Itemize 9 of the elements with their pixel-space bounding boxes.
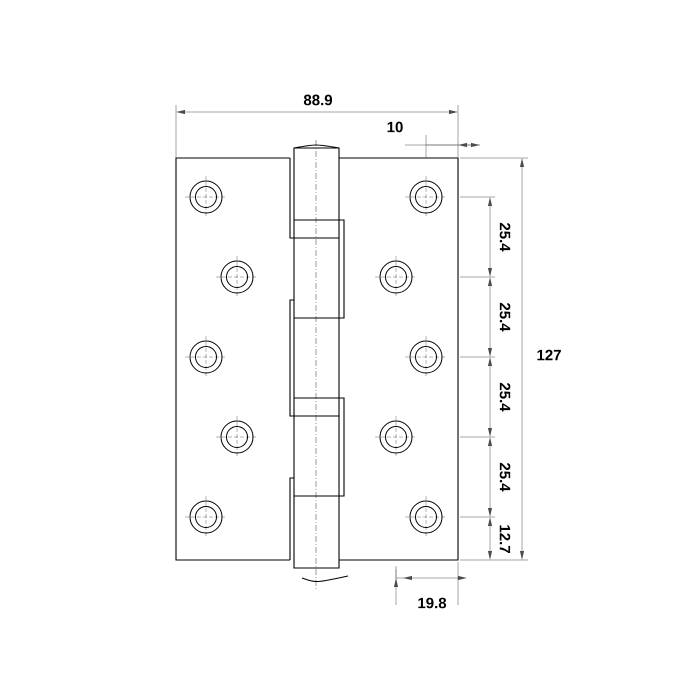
- dimension-label: 25.4: [500, 462, 510, 492]
- dimension-label: 127: [537, 350, 561, 360]
- dimension-label: 19.8: [418, 598, 446, 608]
- dimension-label: 10: [388, 122, 403, 132]
- dimension-label: 25.4: [500, 222, 510, 252]
- dimension-label: 88.9: [304, 94, 332, 106]
- dimension-label: 25.4: [500, 302, 510, 332]
- dimension-label: 12.7: [500, 525, 510, 553]
- dimension-label: 25.4: [500, 382, 510, 412]
